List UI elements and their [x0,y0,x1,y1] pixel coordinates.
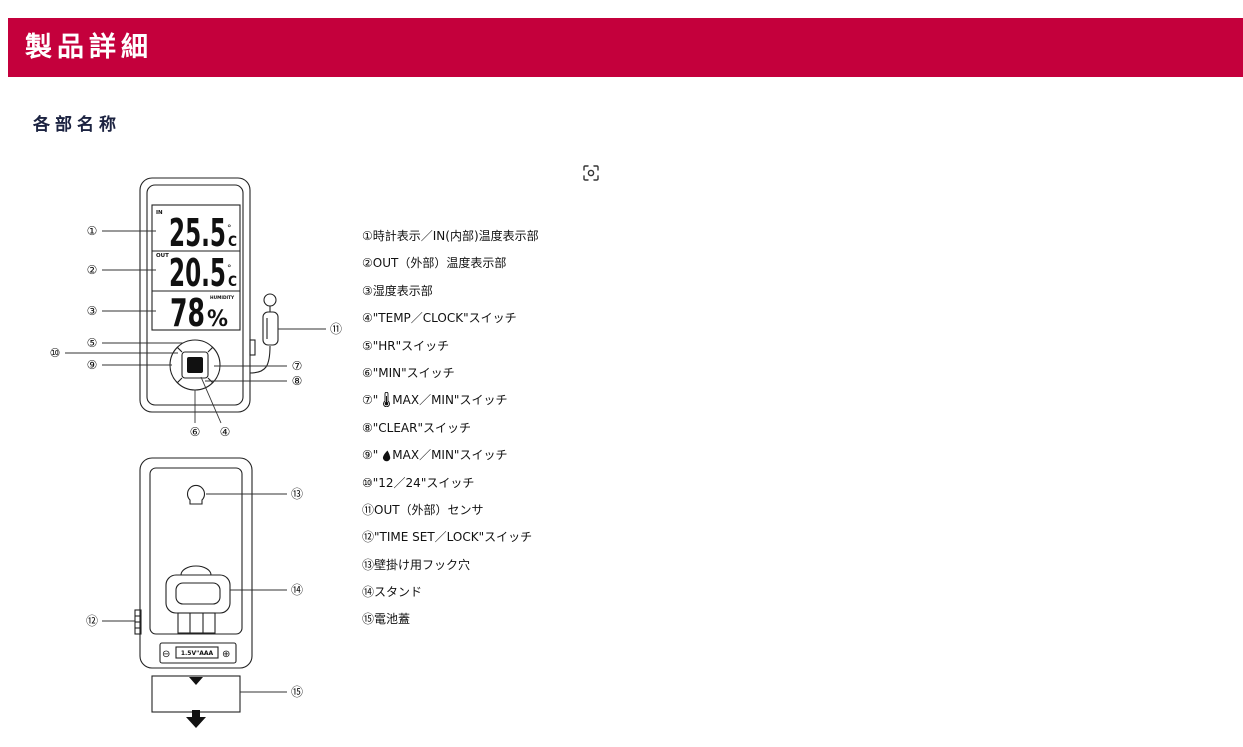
battery-compartment [159,642,237,664]
callout-11: ⑪ [330,322,342,336]
callout-2: ② [87,263,98,277]
lcd-out-temperature: 20.5 [169,251,226,295]
callout-5: ⑤ [87,336,98,350]
callout-15: ⑮ [291,685,303,699]
callout-10: ⑩ [50,346,61,360]
sensor-cable [249,345,271,374]
part-item-11: ⑪OUT（外部）センサ [362,502,484,517]
lcd-screen [151,204,241,331]
part-item-7-prefix: ⑦" [362,393,379,408]
part-item-10: ⑩"12／24"スイッチ [362,475,475,490]
part-item-12: ⑫"TIME SET／LOCK"スイッチ [362,530,533,545]
lcd-humidity-unit: % [207,307,228,332]
callout-6: ⑥ [190,425,201,439]
section-title: 各部名称 [33,115,121,135]
callout-13: ⑬ [291,487,303,501]
part-item-9-prefix: ⑨" [362,448,379,463]
parts-list: ①時計表示／IN(内部)温度表示部 ②OUT（外部）温度表示部 ③湿度表示部 ④… [362,223,539,634]
part-item-4: ④"TEMP／CLOCK"スイッチ [362,311,517,326]
lcd-out-degree: ° [227,264,232,274]
lcd-humidity-value: 78 [170,291,205,335]
callout-14: ⑭ [291,583,303,597]
wall-hook-hole [186,485,206,505]
callout-12: ⑫ [86,614,98,628]
callout-7: ⑦ [292,359,303,373]
part-item-9: ⑨" MAX／MIN"スイッチ [362,442,539,469]
part-item-8: ⑧"CLEAR"スイッチ [362,420,471,435]
part-item-15: ⑮電池蓋 [362,612,411,627]
part-item-7: ⑦" MAX／MIN"スイッチ [362,387,539,414]
callout-9: ⑨ [87,358,98,372]
part-item-13: ⑬壁掛け用フック穴 [362,557,471,572]
down-arrow-icon [186,710,206,728]
part-item-6: ⑥"MIN"スイッチ [362,365,455,380]
button-pad [169,339,221,391]
lcd-in-temperature: 25.5 [169,211,226,255]
lcd-in-unit: C [228,234,237,250]
lcd-out-label: OUT [156,253,169,259]
callout-1: ① [87,224,98,238]
callout-4: ④ [220,425,231,439]
center-button [187,357,203,373]
lcd-in-label: IN [156,210,163,216]
lcd-in-degree: ° [227,224,232,234]
sensor-hang-loop [263,293,277,307]
battery-minus-symbol: ⊖ [162,649,170,660]
callout-leader-4 [200,376,222,424]
stand-slot [175,582,221,605]
part-item-7-suffix: MAX／MIN"スイッチ [392,393,508,408]
callout-3: ③ [87,304,98,318]
lcd-humidity-label: HUMIDITY [210,295,235,301]
battery-type-label: 1.5V"AAA [181,650,214,657]
outdoor-sensor [262,311,279,346]
front-view: IN 25.5 ° C OUT 20.5 ° C HUMIDITY 78 % [139,177,279,413]
page-title: 製品詳細 [25,32,153,63]
part-item-3: ③湿度表示部 [362,283,433,298]
part-item-2: ②OUT（外部）温度表示部 [362,256,507,271]
sensor-jack [249,339,256,356]
droplet-icon [382,445,391,472]
part-item-14: ⑭スタンド [362,585,423,600]
part-item-1: ①時計表示／IN(内部)温度表示部 [362,229,539,243]
part-item-5: ⑤"HR"スイッチ [362,338,450,353]
part-item-9-suffix: MAX／MIN"スイッチ [392,448,508,463]
parts-diagram: IN 25.5 ° C OUT 20.5 ° C HUMIDITY 78 % [50,177,342,728]
back-body [139,457,253,669]
back-view: ⊖ 1.5V"AAA ⊕ [134,457,253,728]
stand-hinge [180,565,212,576]
page-header-banner: 製品詳細 [8,18,1243,77]
thermometer-icon [382,390,391,417]
zoom-icon[interactable] [582,164,600,182]
stand-base [177,612,216,634]
callouts: ① ② ③ ⑤ ⑩ ⑨ ⑦ ⑧ ⑥ ④ ⑪ ⑬ ⑭ ⑫ ⑮ [50,224,342,699]
battery-plus-symbol: ⊕ [222,649,230,660]
back-panel [149,467,243,635]
cover-triangle-mark [189,677,203,685]
lcd-out-unit: C [228,274,237,290]
callout-8: ⑧ [292,374,303,388]
